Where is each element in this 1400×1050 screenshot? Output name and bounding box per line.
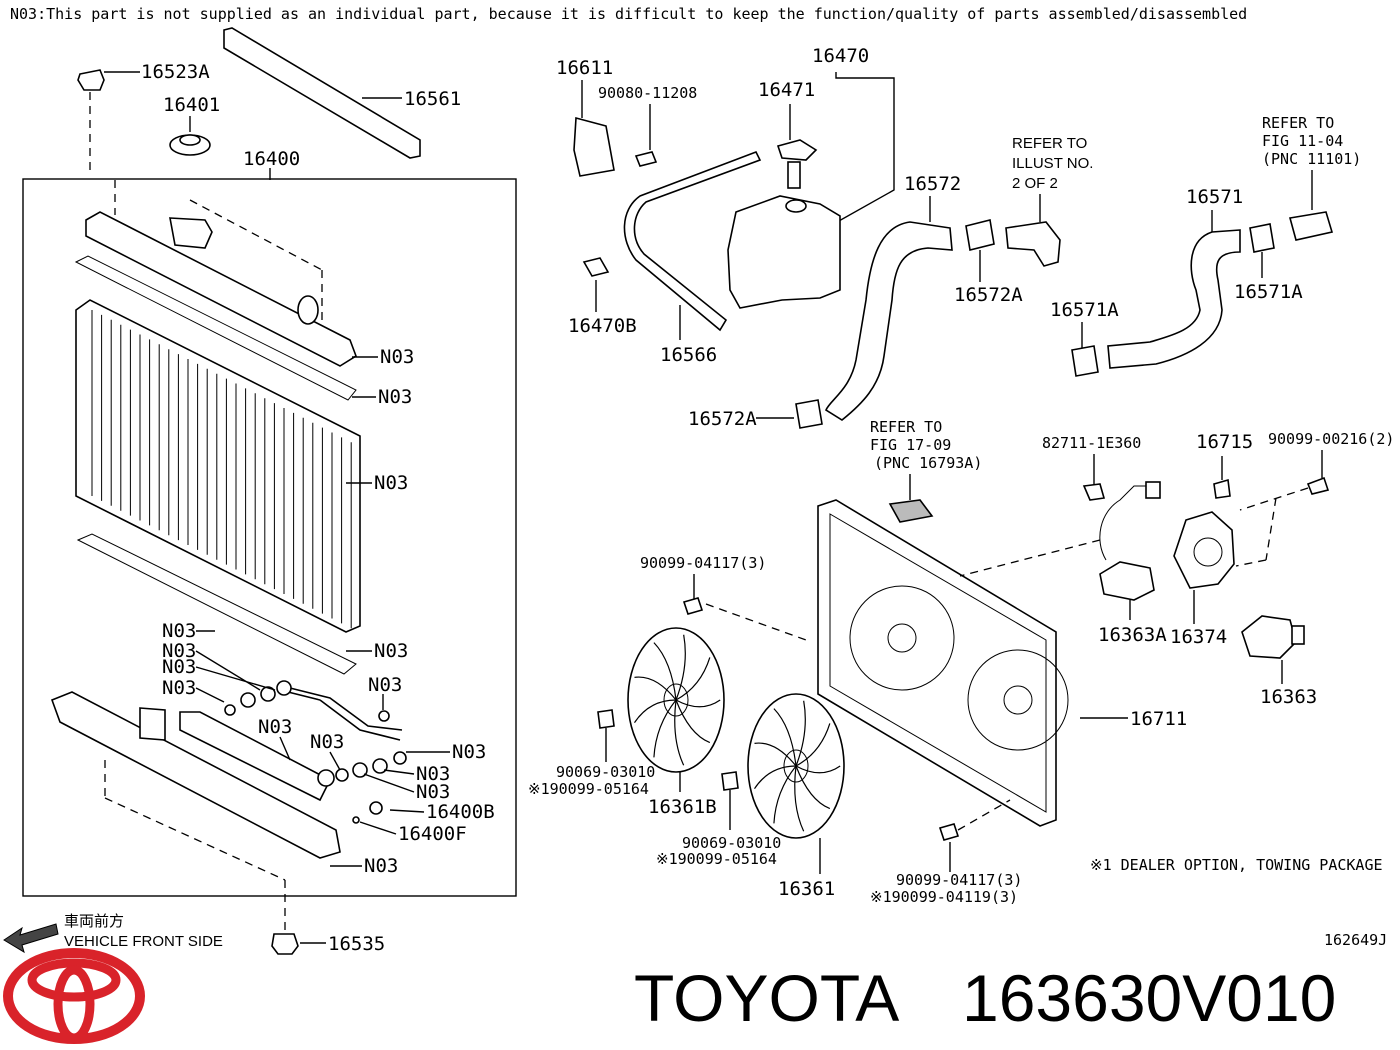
label-90069-b: 90069-03010	[682, 834, 781, 852]
label-90099-00216: 90099-00216(2)	[1268, 430, 1394, 448]
radiator-cap-16401	[169, 116, 211, 156]
reservoir-cap-16471	[776, 139, 818, 161]
label-190099-b: ※190099-05164	[656, 850, 777, 868]
label-16566: 16566	[660, 344, 717, 366]
fan-16361	[747, 693, 845, 839]
refer-fig17-1: REFER TO	[870, 418, 942, 436]
label-n03: N03	[162, 640, 196, 662]
dealer-note: ※1 DEALER OPTION, TOWING PACKAGE	[1090, 856, 1383, 874]
label-190099-a: ※190099-05164	[528, 780, 649, 798]
label-16572A-top: 16572A	[954, 284, 1023, 306]
drain-cock-16535	[271, 933, 326, 955]
label-90099-04117-b: 90099-04117(3)	[896, 871, 1022, 889]
hose-16571	[1107, 229, 1241, 369]
refer-fig11-2: FIG 11-04	[1262, 132, 1343, 150]
toyota-logo	[3, 948, 145, 1044]
refer-illust-3: 2 OF 2	[1012, 175, 1058, 192]
refer-illust-1: REFER TO	[1012, 135, 1087, 152]
refer-fig11-3: (PNC 11101)	[1262, 150, 1361, 168]
part-number: 163630V010	[962, 961, 1336, 1035]
reservoir-group: 16611 90080-11208 16470 16471 16566 1647…	[556, 45, 1361, 430]
radiator-core	[75, 299, 361, 633]
label-16571A-l: 16571A	[1050, 299, 1119, 321]
refer-fig17-3: (PNC 16793A)	[874, 454, 982, 472]
label-16611: 16611	[556, 57, 613, 79]
bracket-16611	[573, 116, 615, 177]
label-16470B: 16470B	[568, 315, 637, 337]
label-16400: 16400	[243, 148, 300, 170]
refer-fig17-2: FIG 17-09	[870, 436, 951, 454]
label-n03: N03	[452, 741, 486, 763]
label-90080: 90080-11208	[598, 84, 697, 102]
label-190099-04119: ※190099-04119(3)	[870, 888, 1018, 906]
refer-fig11-1: REFER TO	[1262, 114, 1334, 132]
motor-bracket-16374	[1173, 511, 1235, 589]
label-n03: N03	[416, 763, 450, 785]
label-n03: N03	[380, 346, 414, 368]
label-16363: 16363	[1260, 686, 1317, 708]
reservoir-tank	[727, 195, 841, 309]
label-n03: N03	[416, 781, 450, 803]
label-16711: 16711	[1130, 708, 1187, 730]
hose-16566	[623, 150, 762, 332]
label-n03: N03	[378, 386, 412, 408]
label-16374: 16374	[1170, 626, 1227, 648]
label-16400B: 16400B	[426, 801, 495, 823]
label-16571: 16571	[1186, 186, 1243, 208]
header-note: N03:This part is not supplied as an indi…	[10, 5, 1247, 23]
label-16400F: 16400F	[398, 823, 467, 845]
label-n03: N03	[162, 620, 196, 642]
fan-shroud-16711	[817, 499, 1057, 827]
label-n03: N03	[374, 640, 408, 662]
label-16572: 16572	[904, 173, 961, 195]
label-16361B: 16361B	[648, 796, 717, 818]
label-16523A: 16523A	[141, 61, 210, 83]
lower-tank	[50, 691, 341, 859]
vehicle-front-arrow-icon	[3, 923, 59, 954]
label-16561: 16561	[404, 88, 461, 110]
label-16715: 16715	[1196, 431, 1253, 453]
radiator-assembly: 16523A 16401 16561 16400	[22, 27, 517, 955]
label-16363A: 16363A	[1098, 624, 1167, 646]
water-outlet	[1005, 221, 1061, 267]
hose-16572	[825, 221, 953, 421]
label-90069-a: 90069-03010	[556, 763, 655, 781]
label-n03: N03	[162, 656, 196, 678]
fan-group: REFER TO FIG 17-09 (PNC 16793A) 16711 90…	[528, 418, 1394, 906]
direction-en: VEHICLE FRONT SIDE	[64, 933, 223, 950]
fittings	[224, 680, 407, 824]
cap-16523A	[77, 69, 140, 215]
refer-illust-2: ILLUST NO.	[1012, 155, 1093, 172]
label-n03: N03	[364, 855, 398, 877]
label-16361: 16361	[778, 878, 835, 900]
label-82711: 82711-1E360	[1042, 434, 1141, 452]
label-16471: 16471	[758, 79, 815, 101]
label-n03: N03	[258, 716, 292, 738]
label-16572A-bot: 16572A	[688, 408, 757, 430]
label-16535: 16535	[328, 933, 385, 955]
label-16470: 16470	[812, 45, 869, 67]
seal-strip-16561	[223, 27, 421, 159]
gasket-top	[74, 255, 357, 401]
label-n03: N03	[310, 731, 344, 753]
label-16401: 16401	[163, 94, 220, 116]
label-90099-04117-a: 90099-04117(3)	[640, 554, 766, 572]
fan-motor-16363	[1241, 615, 1305, 659]
brand-name: TOYOTA	[634, 961, 899, 1035]
label-n03: N03	[368, 674, 402, 696]
fan-16361B	[627, 627, 725, 773]
upper-tank	[85, 211, 357, 367]
direction-jp: 車両前方	[64, 912, 124, 930]
label-n03: N03	[374, 472, 408, 494]
fan-motor-16363A	[1099, 481, 1161, 601]
gasket-bottom	[76, 533, 357, 675]
label-n03: N03	[162, 677, 196, 699]
label-16571A-r: 16571A	[1234, 281, 1303, 303]
diagram-code: 162649J	[1324, 931, 1387, 949]
